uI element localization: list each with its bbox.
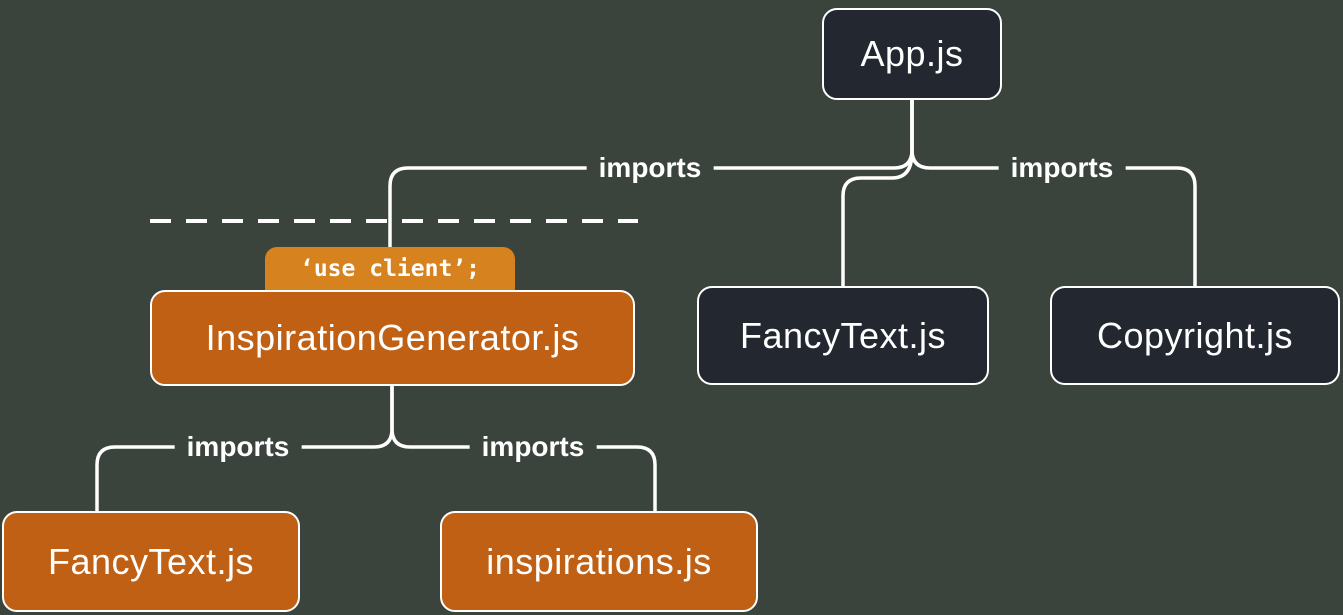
node-app-js: App.js [822, 8, 1002, 100]
edge-label-inspiration-to-fancy: imports [174, 429, 302, 465]
node-fancy-text-js-client: FancyText.js [2, 511, 300, 612]
use-client-directive-label: ‘use client’; [299, 256, 480, 282]
edge-app-to-copyright [910, 100, 1197, 288]
node-copyright-js-label: Copyright.js [1096, 314, 1294, 356]
edge-label-inspiration-to-inspirations: imports [469, 429, 597, 465]
node-fancy-text-js-server-label: FancyText.js [739, 314, 947, 356]
edge-app-to-fancy-text [841, 100, 914, 288]
node-inspiration-generator-js-label: InspirationGenerator.js [205, 317, 580, 358]
node-inspiration-generator-js: InspirationGenerator.js [150, 290, 635, 386]
node-inspirations-js: inspirations.js [440, 511, 758, 612]
edge-label-app-to-inspiration: imports [586, 150, 714, 186]
node-inspirations-js-label: inspirations.js [486, 540, 712, 582]
node-app-js-label: App.js [860, 33, 964, 74]
node-fancy-text-js-server: FancyText.js [697, 286, 989, 385]
node-fancy-text-js-client-label: FancyText.js [47, 540, 255, 582]
node-copyright-js: Copyright.js [1050, 286, 1340, 385]
edge-label-app-to-copyright: imports [998, 150, 1126, 186]
